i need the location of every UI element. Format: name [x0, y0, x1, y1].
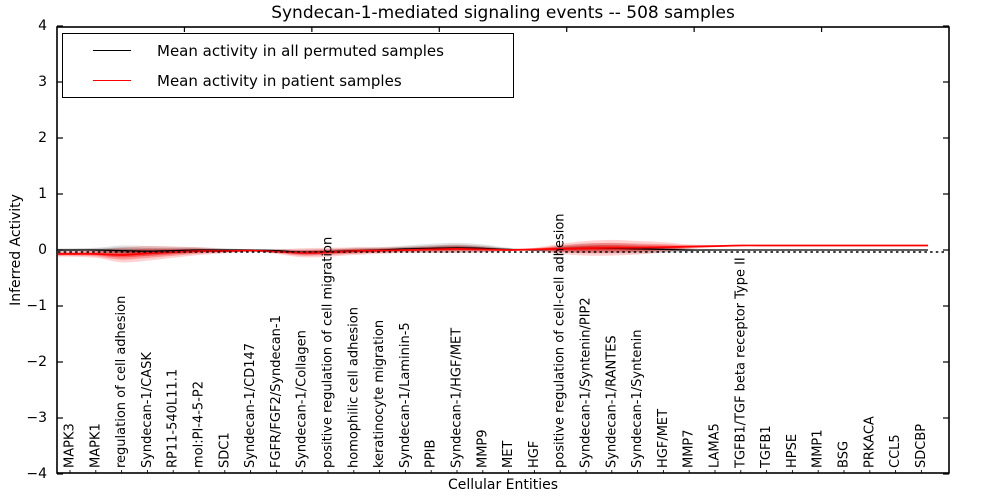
x-tick-label: keratinocyte migration — [372, 320, 387, 468]
legend-label: Mean activity in patient samples — [157, 71, 402, 90]
x-tick-label: Syndecan-1/Syntenin — [630, 330, 645, 469]
series-line-patient — [57, 244, 928, 256]
x-tick-label: TGFB1/TGF beta receptor Type II — [733, 257, 748, 469]
x-tick-label: Syndecan-1/Laminin-5 — [398, 322, 413, 468]
y-tick-label: 4 — [38, 18, 47, 34]
legend-line-swatch-patient — [93, 80, 131, 81]
x-tick-label: mol:PI-4-5-P2 — [192, 381, 207, 468]
y-tick-label: 3 — [38, 74, 47, 90]
x-tick-label: RP11-540L11.1 — [166, 369, 181, 468]
x-axis-label: Cellular Entities — [447, 477, 559, 493]
x-tick-label: positive regulation of cell-cell adhesio… — [553, 213, 568, 468]
y-axis-label: Inferred Activity — [8, 194, 24, 306]
x-tick-label: Syndecan-1/RANTES — [604, 335, 619, 468]
x-tick-label: HGF/MET — [656, 409, 671, 468]
axes-frame — [56, 25, 950, 475]
x-tick-label: SDCBP — [914, 424, 929, 468]
x-tick-label: MMP1 — [811, 429, 826, 468]
y-tick-label: −1 — [26, 298, 47, 314]
x-tick-label: Syndecan-1/HGF/MET — [450, 328, 465, 468]
y-tick-label: −3 — [26, 410, 47, 426]
x-tick-label: positive regulation of cell migration — [321, 237, 336, 468]
x-tick-label: Syndecan-1/CD147 — [243, 343, 258, 468]
x-tick-label: MMP9 — [475, 429, 490, 468]
x-tick-label: Syndecan-1/CASK — [140, 352, 155, 468]
legend-label: Mean activity in all permuted samples — [157, 41, 444, 60]
legend-line-swatch-permuted — [93, 50, 131, 51]
legend-box: Mean activity in all permuted samples Me… — [62, 33, 514, 98]
x-tick-label: SDC1 — [217, 432, 232, 468]
x-tick-label: BSG — [837, 441, 852, 468]
series-lines — [57, 244, 944, 256]
chart-title: Syndecan-1-mediated signaling events -- … — [271, 3, 735, 23]
x-tick-label: HPSE — [785, 434, 800, 468]
legend-entry-permuted: Mean activity in all permuted samples — [63, 36, 513, 66]
x-tick-label: LAMA5 — [708, 423, 723, 468]
legend-entry-patient: Mean activity in patient samples — [63, 66, 513, 96]
x-tick-label: MET — [501, 441, 516, 468]
x-tick-label: PRKACA — [862, 416, 877, 468]
y-tick-label: 0 — [38, 242, 47, 258]
x-tick-label: Syndecan-1/Collagen — [295, 330, 310, 468]
y-tick-label: −2 — [26, 354, 47, 370]
y-tick-label: −4 — [26, 466, 47, 482]
x-tick-label: HGF — [527, 441, 542, 468]
x-tick-label: homophilic cell adhesion — [346, 307, 361, 468]
x-tick-label: Syndecan-1/Syntenin/PIP2 — [579, 297, 594, 468]
x-tick-label: regulation of cell adhesion — [114, 296, 129, 468]
x-tick-label: MMP7 — [682, 429, 697, 468]
x-tick-label: MAPK1 — [88, 423, 103, 468]
y-tick-label: 1 — [38, 186, 47, 202]
y-tick-label: 2 — [38, 130, 47, 146]
x-tick-label: PPIB — [424, 440, 439, 468]
x-tick-label: MAPK3 — [63, 423, 78, 468]
x-tick-label: CCL5 — [888, 434, 903, 468]
series-line-permuted — [57, 247, 928, 253]
tick-labels: 4 3 2 1 0 −1 −2 −3 −4 MAPK3 MAPK1 regulation of cel… — [26, 18, 929, 482]
x-tick-label: TGFB1 — [759, 425, 774, 469]
x-tick-label: FGFR/FGF2/Syndecan-1 — [269, 315, 284, 468]
